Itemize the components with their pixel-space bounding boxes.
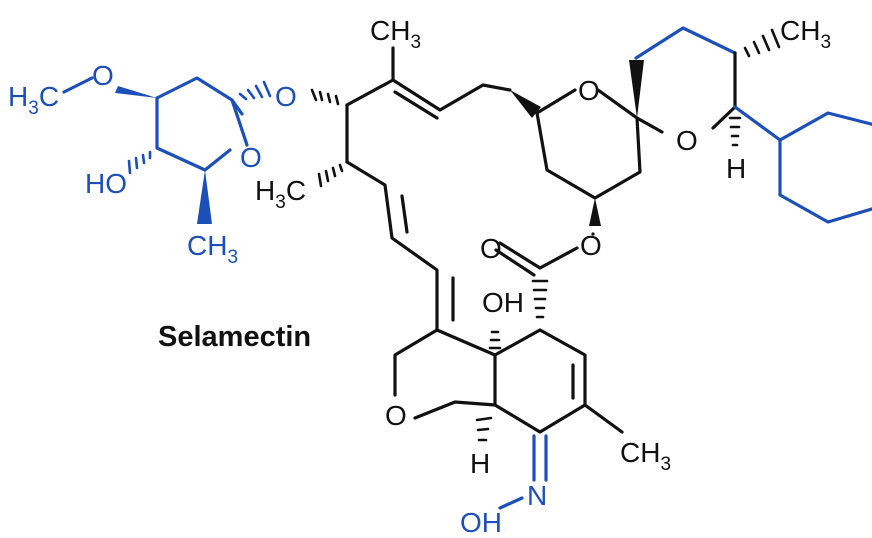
- hashed-bond: [238, 80, 272, 101]
- lactone-carbonyl-oxygen-label: O: [480, 233, 502, 264]
- sugar-ring: [62, 76, 272, 224]
- spiro-ring: [629, 26, 782, 147]
- oxime-nitrogen-label: N: [527, 480, 547, 511]
- top-methyl-label: CH3: [370, 15, 421, 53]
- hashed-bond: [127, 150, 152, 175]
- hashed-bond: [743, 28, 781, 58]
- hashed-bond: [310, 88, 340, 106]
- methoxy-oxygen-label: O: [92, 60, 114, 91]
- spiro-methyl-label: CH3: [780, 15, 831, 53]
- wedge-bond: [629, 60, 644, 118]
- lactone-ring-oxygen-label: O: [580, 230, 602, 261]
- hashed-bond: [728, 116, 742, 147]
- compound-name: Selamectin: [158, 321, 311, 353]
- sugar-ring-oxygen-label: O: [240, 142, 262, 173]
- sugar-hydroxyl-label: HO: [85, 168, 127, 199]
- hashed-bond: [488, 330, 502, 350]
- glycosidic-oxygen-label: O: [275, 81, 297, 112]
- hashed-bond: [531, 279, 549, 319]
- oxime-group: [498, 434, 548, 510]
- macrocycle: [310, 46, 642, 442]
- methoxy-label: H3C: [8, 81, 59, 119]
- wedge-bond: [115, 86, 157, 98]
- wedge-bond: [197, 170, 212, 224]
- spiro-oxygen-2-label: O: [676, 125, 698, 156]
- oxime-hydroxyl-label: OH: [460, 507, 502, 538]
- hashed-bond: [475, 416, 493, 442]
- wedge-bond: [510, 90, 541, 118]
- atom-labels: H3C O O O HO CH3 CH3 H3C O O CH3 H O O O…: [8, 15, 831, 538]
- cyclohexyl-ring: [778, 111, 872, 224]
- furan-oxygen-label: O: [385, 400, 407, 431]
- hydroxyl-label: OH: [482, 287, 524, 318]
- ring-methyl-label: CH3: [620, 437, 671, 475]
- spiro-hydrogen-label: H: [726, 153, 746, 184]
- ring-hydrogen-label: H: [470, 448, 490, 479]
- sugar-methyl-label: CH3: [187, 230, 238, 268]
- h3c-methyl-label: H3C: [255, 175, 306, 213]
- hashed-bond: [317, 163, 344, 188]
- wedge-bond: [589, 198, 601, 226]
- spiro-oxygen-1-label: O: [578, 75, 600, 106]
